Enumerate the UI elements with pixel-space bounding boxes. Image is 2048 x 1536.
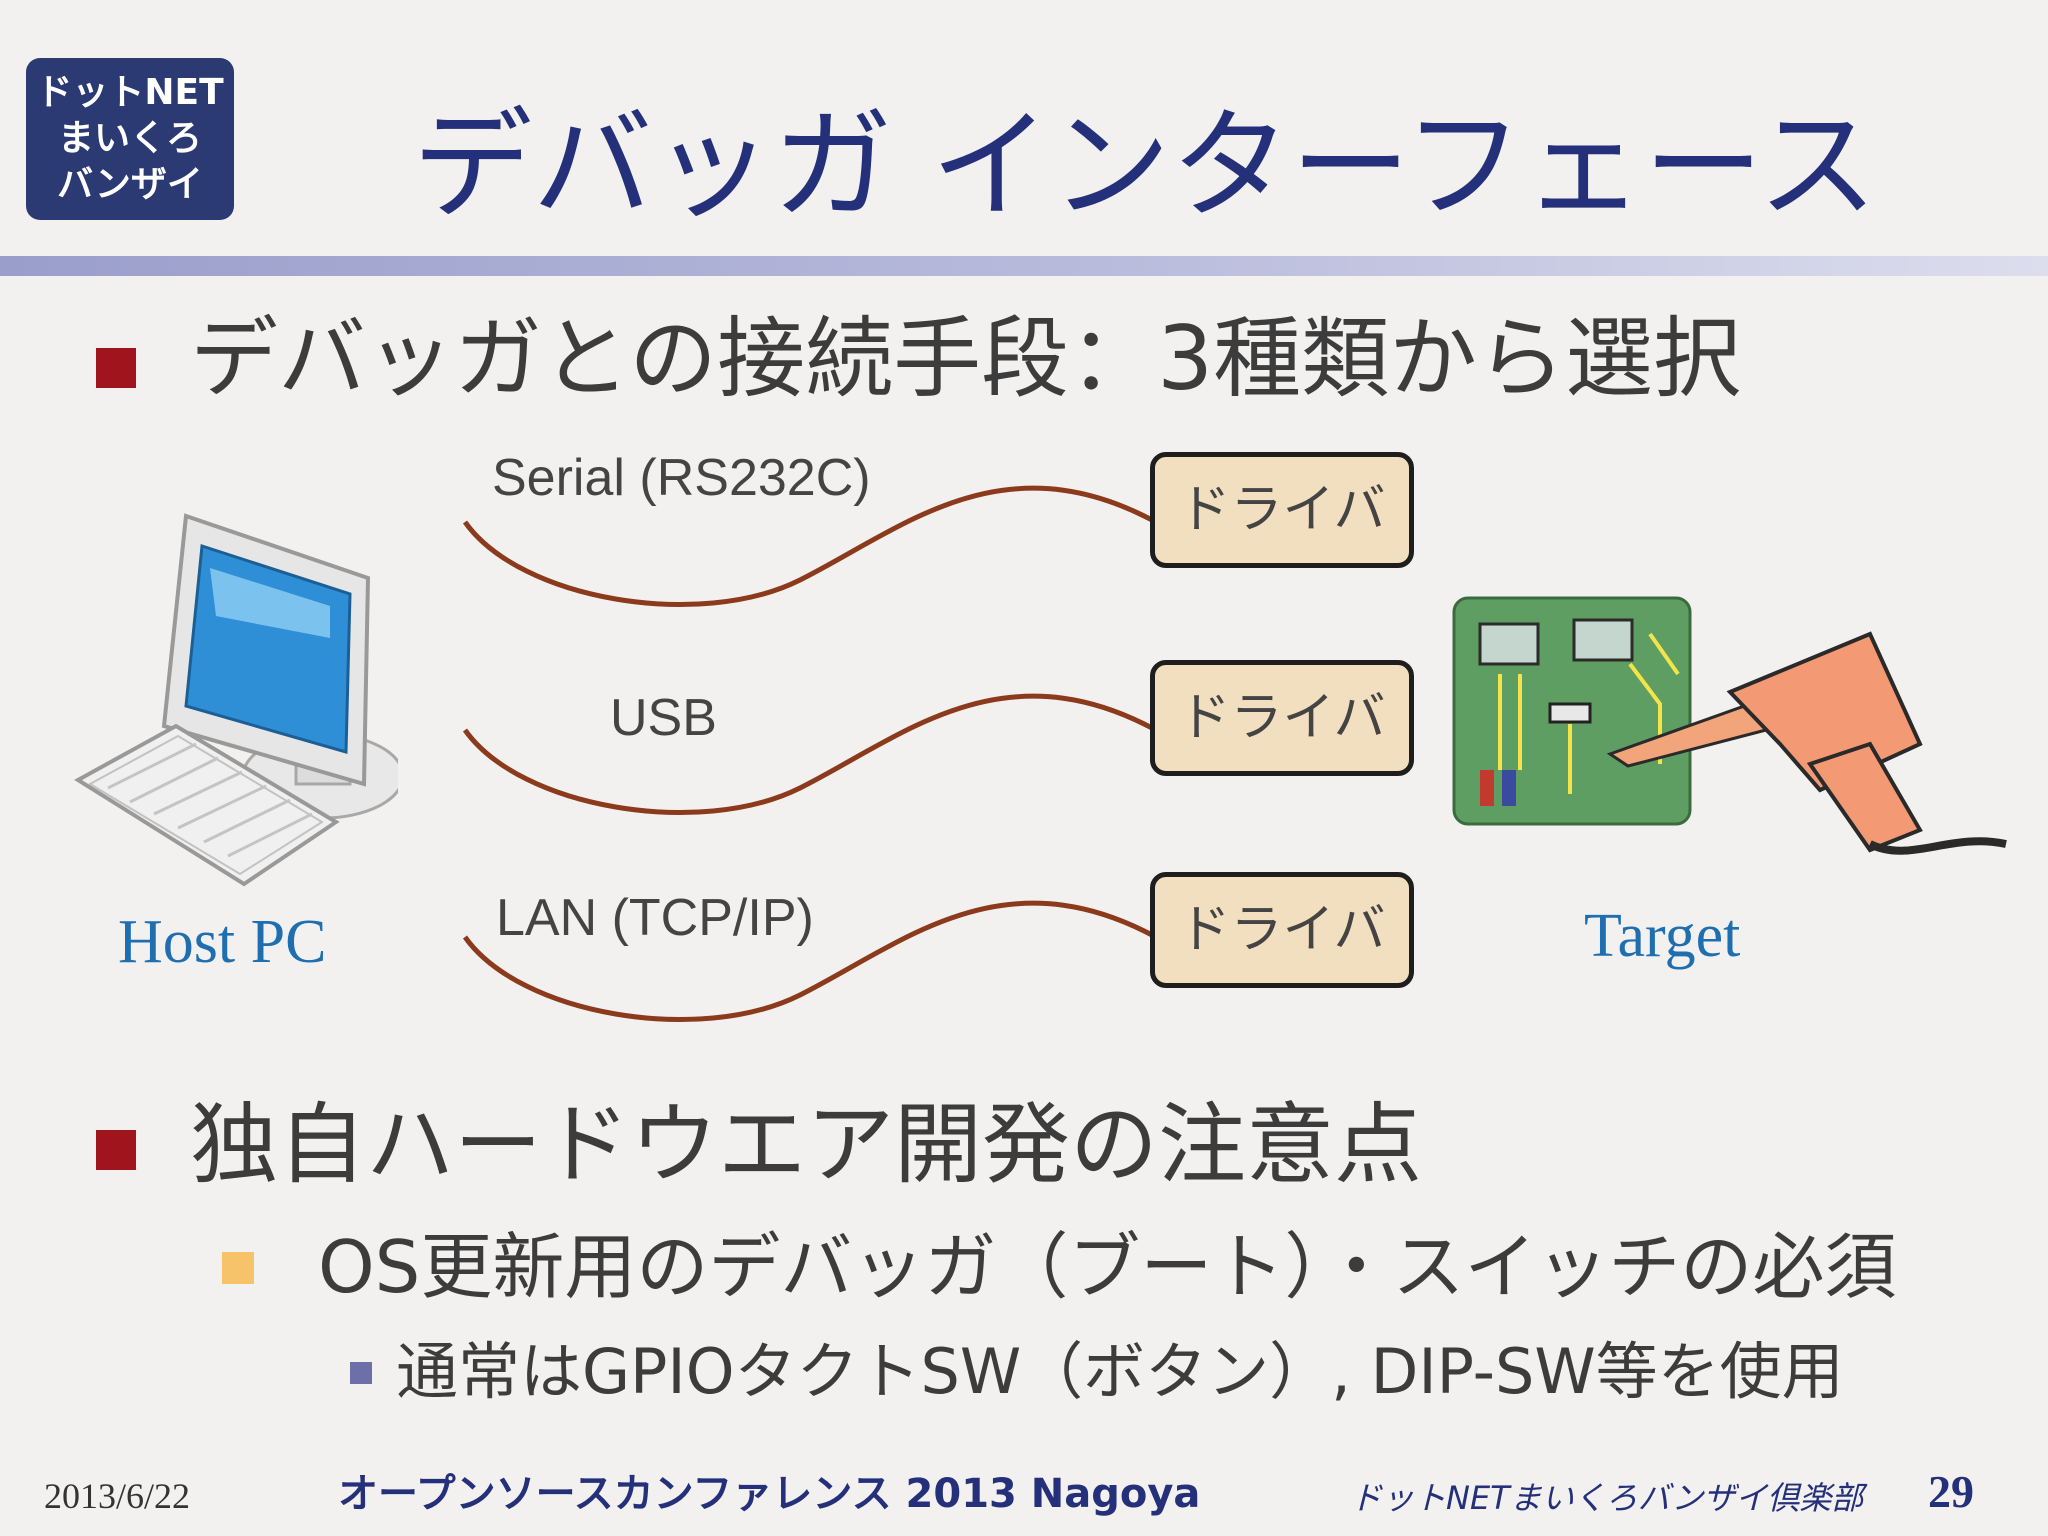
sub-bullet-square bbox=[222, 1252, 254, 1284]
soldering-iron-board-icon bbox=[1452, 596, 2007, 855]
club-logo: ドットNET まいくろ バンザイ bbox=[26, 58, 234, 220]
logo-line-3: バンザイ bbox=[57, 164, 203, 205]
footer-conference: オープンソースカンファレンス 2013 Nagoya bbox=[338, 1471, 1201, 1517]
driver-box-lan: ドライバ bbox=[1150, 872, 1414, 988]
logo-line-2: まいくろ bbox=[57, 118, 202, 159]
bullet-square bbox=[96, 1130, 136, 1170]
bullet-square bbox=[96, 348, 136, 388]
cable-serial bbox=[462, 485, 1154, 607]
footer-club: ドットNETまいくろバンザイ倶楽部 bbox=[1350, 1479, 1864, 1517]
driver-box-usb: ドライバ bbox=[1150, 660, 1414, 776]
label-lan: LAN (TCP/IP) bbox=[496, 889, 814, 947]
sub-sub-bullet-square bbox=[350, 1362, 372, 1384]
host-pc-caption: Host PC bbox=[118, 908, 327, 976]
driver-box-serial: ドライバ bbox=[1150, 452, 1414, 568]
bullet-connection-text: デバッガとの接続手段：3種類から選択 bbox=[190, 307, 1742, 410]
label-usb: USB bbox=[610, 689, 717, 747]
sub-sub-bullet-gpio-text: 通常はGPIOタクトSW（ボタン）, DIP-SW等を使用 bbox=[396, 1335, 1844, 1408]
footer-date: 2013/6/22 bbox=[44, 1476, 191, 1516]
slide-title: デバッガ インターフェース bbox=[412, 97, 1878, 236]
cable-usb bbox=[462, 693, 1154, 815]
page-number: 29 bbox=[1928, 1466, 1974, 1517]
logo-line-1: ドットNET bbox=[36, 72, 224, 113]
bullet-hardware-text: 独自ハードウエア開発の注意点 bbox=[190, 1093, 1423, 1196]
computer-icon bbox=[74, 513, 398, 887]
sub-bullet-os-text: OS更新用のデバッガ（ブート）・スイッチの必須 bbox=[318, 1225, 1897, 1309]
cable-lan bbox=[462, 900, 1154, 1022]
label-serial: Serial (RS232C) bbox=[492, 449, 871, 507]
target-caption: Target bbox=[1584, 902, 1741, 970]
title-divider bbox=[0, 256, 2048, 276]
